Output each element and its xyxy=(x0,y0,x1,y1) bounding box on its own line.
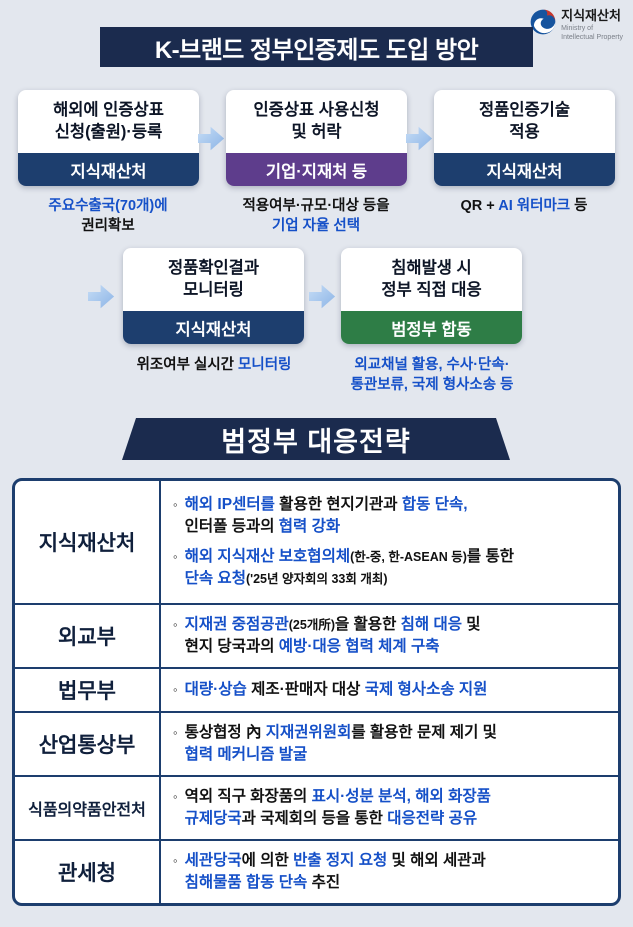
flow-step-box-3: 정품인증기술 적용 지식재산처 xyxy=(434,90,615,186)
flow-step-box-1: 해외에 인증상표 신청(출원)·등록 지식재산처 xyxy=(18,90,199,186)
bullet-list: 통상협정 內 지재권위원회를 활용한 문제 제기 및 협력 메커니즘 발굴 xyxy=(161,713,618,775)
step-caption: 외교채널 활용, 수사·단속· 통관보류, 국제 형사소송 등 xyxy=(350,357,514,393)
ministry-subtitle: Ministry of Intellectual Property xyxy=(561,25,623,42)
table-row-moj: 법무부 대량·상습 제조·판매자 대상 국제 형사소송 지원 xyxy=(15,667,618,711)
step-owner-bar: 지식재산처 xyxy=(434,153,615,186)
step-owner-label: 지식재산처 xyxy=(70,162,147,181)
gov-logo-text: 지식재산처 Ministry of Intellectual Property xyxy=(561,8,623,43)
step-title: 침해발생 시 정부 직접 대응 xyxy=(381,259,482,299)
step-owner-bar: 범정부 합동 xyxy=(341,311,522,344)
step-title: 정품인증기술 적용 xyxy=(478,101,571,141)
flow-step-box-4: 정품확인결과 모니터링 지식재산처 xyxy=(123,248,304,344)
flow-arrow-icon xyxy=(309,284,336,309)
step-title: 정품확인결과 모니터링 xyxy=(167,259,260,299)
agency-label: 산업통상부 xyxy=(15,713,161,775)
step-owner-label: 기업·지재처 등 xyxy=(265,162,368,181)
table-row-motie: 산업통상부 통상협정 內 지재권위원회를 활용한 문제 제기 및 협력 메커니즘… xyxy=(15,711,618,775)
step-caption: 위조여부 실시간 모니터링 xyxy=(136,357,292,373)
flow-step-box-2: 인증상표 사용신청 및 허락 기업·지재처 등 xyxy=(226,90,407,186)
step-caption: 주요수출국(70개)에 권리확보 xyxy=(48,198,168,234)
bullet-text: 지재권 중점공관(25개所)을 활용한 침해 대응 및 현지 당국과의 예방·대… xyxy=(184,616,481,655)
step-owner-bar: 지식재산처 xyxy=(18,153,199,186)
bullet-list: 세관당국에 의한 반출 정지 요청 및 해외 세관과 침해물품 합동 단속 추진 xyxy=(161,841,618,903)
bullet-text: 세관당국에 의한 반출 정지 요청 및 해외 세관과 침해물품 합동 단속 추진 xyxy=(184,852,486,891)
bullet-item: 세관당국에 의한 반출 정지 요청 및 해외 세관과 침해물품 합동 단속 추진 xyxy=(173,850,606,894)
bullet-item: 통상협정 內 지재권위원회를 활용한 문제 제기 및 협력 메커니즘 발굴 xyxy=(173,722,606,766)
step-caption: 적용여부·규모·대상 등을 기업 자율 선택 xyxy=(242,198,390,234)
bullet-text: 대량·상습 제조·판매자 대상 국제 형사소송 지원 xyxy=(184,680,488,698)
step-owner-label: 지식재산처 xyxy=(486,162,563,181)
strategy-table: 지식재산처 해외 IP센터를 활용한 현지기관과 합동 단속, 인터폴 등과의 … xyxy=(12,478,621,906)
step-title: 인증상표 사용신청 및 허락 xyxy=(253,101,380,141)
bullet-item: 대량·상습 제조·판매자 대상 국제 형사소송 지원 xyxy=(173,679,606,701)
agency-name: 지식재산처 xyxy=(561,8,621,23)
agency-label: 관세청 xyxy=(15,841,161,903)
bullet-list: 지재권 중점공관(25개所)을 활용한 침해 대응 및 현지 당국과의 예방·대… xyxy=(161,605,618,667)
agency-label: 외교부 xyxy=(15,605,161,667)
bullet-item: 해외 지식재산 보호협의체(한-중, 한-ASEAN 등)를 통한 단속 요청(… xyxy=(173,546,606,590)
flow-arrow-icon xyxy=(406,126,433,151)
table-row-mofa: 외교부 지재권 중점공관(25개所)을 활용한 침해 대응 및 현지 당국과의 … xyxy=(15,603,618,667)
bullet-item: 해외 IP센터를 활용한 현지기관과 합동 단속, 인터폴 등과의 협력 강화 xyxy=(173,494,606,538)
section-title: 범정부 대응전략 xyxy=(221,426,411,457)
bullet-list: 해외 IP센터를 활용한 현지기관과 합동 단속, 인터폴 등과의 협력 강화 … xyxy=(161,481,618,603)
step-owner-label: 지식재산처 xyxy=(175,320,252,339)
gov-emblem-icon xyxy=(530,9,556,35)
flow-arrow-icon xyxy=(198,126,225,151)
gov-logo: 지식재산처 Ministry of Intellectual Property xyxy=(530,8,623,43)
step-owner-bar: 지식재산처 xyxy=(123,311,304,344)
agency-label: 지식재산처 xyxy=(15,481,161,603)
flow-arrow-icon xyxy=(88,284,115,309)
agency-label: 식품의약품안전처 xyxy=(15,777,161,839)
agency-label: 법무부 xyxy=(15,669,161,711)
table-row-kcs: 관세청 세관당국에 의한 반출 정지 요청 및 해외 세관과 침해물품 합동 단… xyxy=(15,839,618,903)
step-owner-label: 범정부 합동 xyxy=(391,320,472,339)
bullet-item: 역외 직구 화장품의 표시·성분 분석, 해외 화장품 규제당국과 국제회의 등… xyxy=(173,786,606,830)
bullet-text: 해외 IP센터를 활용한 현지기관과 합동 단속, 인터폴 등과의 협력 강화 xyxy=(184,496,468,535)
bullet-item: 지재권 중점공관(25개所)을 활용한 침해 대응 및 현지 당국과의 예방·대… xyxy=(173,614,606,658)
main-title-banner: K-브랜드 정부인증제도 도입 방안 xyxy=(100,27,533,67)
page-title: K-브랜드 정부인증제도 도입 방안 xyxy=(154,36,479,64)
bullet-list: 역외 직구 화장품의 표시·성분 분석, 해외 화장품 규제당국과 국제회의 등… xyxy=(161,777,618,839)
table-row-mfds: 식품의약품안전처 역외 직구 화장품의 표시·성분 분석, 해외 화장품 규제당… xyxy=(15,775,618,839)
step-title: 해외에 인증상표 신청(출원)·등록 xyxy=(53,101,164,141)
section-ribbon: 범정부 대응전략 xyxy=(122,418,510,460)
bullet-text: 역외 직구 화장품의 표시·성분 분석, 해외 화장품 규제당국과 국제회의 등… xyxy=(184,788,491,827)
step-caption: QR + AI 워터마크 등 xyxy=(460,198,588,214)
bullet-text: 통상협정 內 지재권위원회를 활용한 문제 제기 및 협력 메커니즘 발굴 xyxy=(184,724,497,763)
table-row-kipo: 지식재산처 해외 IP센터를 활용한 현지기관과 합동 단속, 인터폴 등과의 … xyxy=(15,481,618,603)
step-owner-bar: 기업·지재처 등 xyxy=(226,153,407,186)
bullet-text: 해외 지식재산 보호협의체(한-중, 한-ASEAN 등)를 통한 단속 요청(… xyxy=(184,548,515,587)
flow-step-box-5: 침해발생 시 정부 직접 대응 범정부 합동 xyxy=(341,248,522,344)
bullet-list: 대량·상습 제조·판매자 대상 국제 형사소송 지원 xyxy=(161,669,618,711)
